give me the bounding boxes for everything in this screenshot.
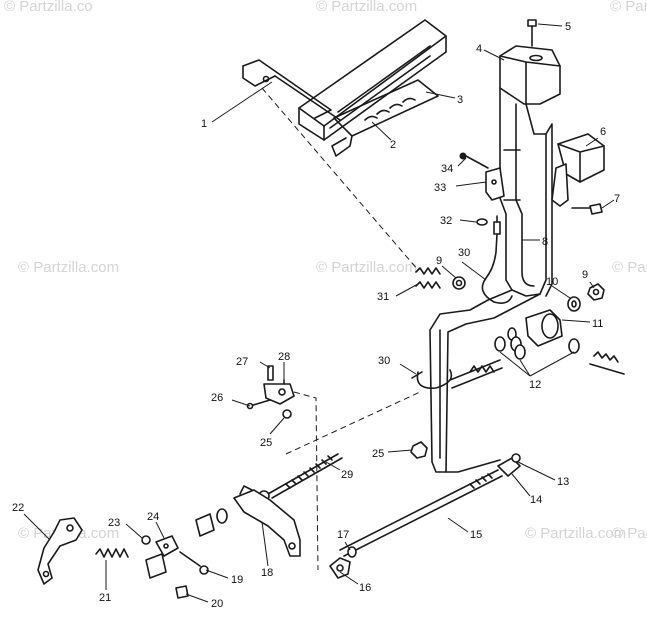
callout-9-right: 9	[582, 269, 588, 281]
callout-21: 21	[99, 592, 111, 604]
part-fitting-19	[179, 508, 228, 575]
callout-20: 20	[211, 598, 223, 610]
callout-22: 22	[12, 502, 24, 514]
part-screw-34	[459, 152, 489, 169]
callout-13: 13	[557, 476, 569, 488]
part-cover	[298, 19, 447, 141]
callout-6: 6	[600, 126, 606, 138]
callout-5: 5	[565, 21, 571, 33]
callout-32: 32	[440, 215, 452, 227]
callout-7: 7	[614, 193, 620, 205]
part-nut-25-lower	[410, 441, 428, 459]
callout-1: 1	[201, 118, 207, 130]
part-bracket-18	[233, 485, 301, 557]
part-lever-22	[37, 517, 83, 585]
part-ball-joint-16	[329, 557, 351, 579]
part-shift-lever	[429, 87, 553, 473]
callout-8: 8	[542, 236, 548, 248]
part-threaded-rod	[258, 453, 343, 502]
callout-18: 18	[261, 567, 273, 579]
callout-24: 24	[147, 511, 159, 523]
part-clip	[485, 167, 505, 201]
callout-14: 14	[530, 494, 542, 506]
alignment-line-left	[293, 391, 319, 571]
part-cable-end	[481, 215, 513, 304]
part-spring-21	[95, 548, 129, 558]
part-screw	[527, 19, 537, 47]
watermark-top-right: © Partzilla.com	[610, 0, 647, 15]
part-block	[551, 133, 605, 207]
watermark-left: © Partzilla.com	[18, 259, 119, 276]
callout-17: 17	[337, 529, 349, 541]
callout-28: 28	[278, 351, 290, 363]
callout-11: 11	[592, 318, 603, 330]
part-nut-32	[476, 218, 488, 226]
part-washer-23	[141, 535, 151, 545]
part-mounting-bracket	[242, 59, 341, 121]
callout-29: 29	[341, 469, 353, 481]
part-handle	[499, 45, 561, 105]
callout-2: 2	[390, 139, 396, 151]
leader-lines	[23, 23, 615, 603]
part-pivot	[494, 309, 580, 360]
part-plug-20	[175, 585, 189, 599]
callout-31: 31	[377, 291, 389, 303]
callout-33: 33	[434, 182, 446, 194]
watermark-bottom-right: © Partzilla.com	[612, 525, 647, 542]
part-pivot-bolt	[449, 351, 625, 389]
part-rod-end-13	[497, 453, 521, 477]
callout-30-upper: 30	[458, 247, 470, 259]
callout-19: 19	[231, 574, 243, 586]
watermark-corner: © Partzilla.co	[4, 0, 93, 15]
callout-26: 26	[211, 392, 223, 404]
part-pin-26	[246, 399, 271, 410]
callout-10: 10	[546, 276, 558, 288]
alignment-line-middle	[285, 391, 421, 455]
watermark-center: © Partzilla.com	[316, 259, 417, 276]
callout-23: 23	[108, 517, 120, 529]
callout-30-lower: 30	[378, 355, 390, 367]
part-rod-15	[339, 469, 503, 557]
callout-34: 34	[441, 163, 453, 175]
callout-9-left: 9	[436, 255, 442, 267]
part-pin-27	[267, 365, 274, 381]
watermark-right: © Partzilla.com	[612, 259, 647, 276]
callout-25-left: 25	[260, 437, 272, 449]
part-nut-9-left	[452, 276, 466, 290]
callout-4: 4	[476, 43, 482, 55]
part-clip-24	[145, 535, 179, 579]
part-bracket-28	[263, 379, 295, 405]
watermark-bottom-center: © Partzilla.com	[525, 525, 626, 542]
callout-15: 15	[470, 529, 482, 541]
callout-3: 3	[457, 94, 463, 106]
part-washer-10	[567, 296, 581, 312]
callout-16: 16	[359, 582, 371, 594]
part-nut-25-upper	[282, 409, 292, 419]
watermark-top-center: © Partzilla.com	[316, 0, 417, 15]
part-nut-9-right	[587, 283, 605, 301]
part-spring-31	[415, 267, 441, 289]
part-slotted-bracket	[331, 79, 439, 157]
callout-labels: 1 2 3 4 5 6 7 8 9 9 10 11 12 13 14 15 16…	[12, 21, 620, 610]
part-screw-7	[571, 203, 603, 215]
callout-25-right: 25	[372, 448, 384, 460]
callout-12: 12	[529, 379, 541, 391]
callout-27: 27	[236, 356, 248, 368]
part-cable-loop	[411, 369, 453, 389]
